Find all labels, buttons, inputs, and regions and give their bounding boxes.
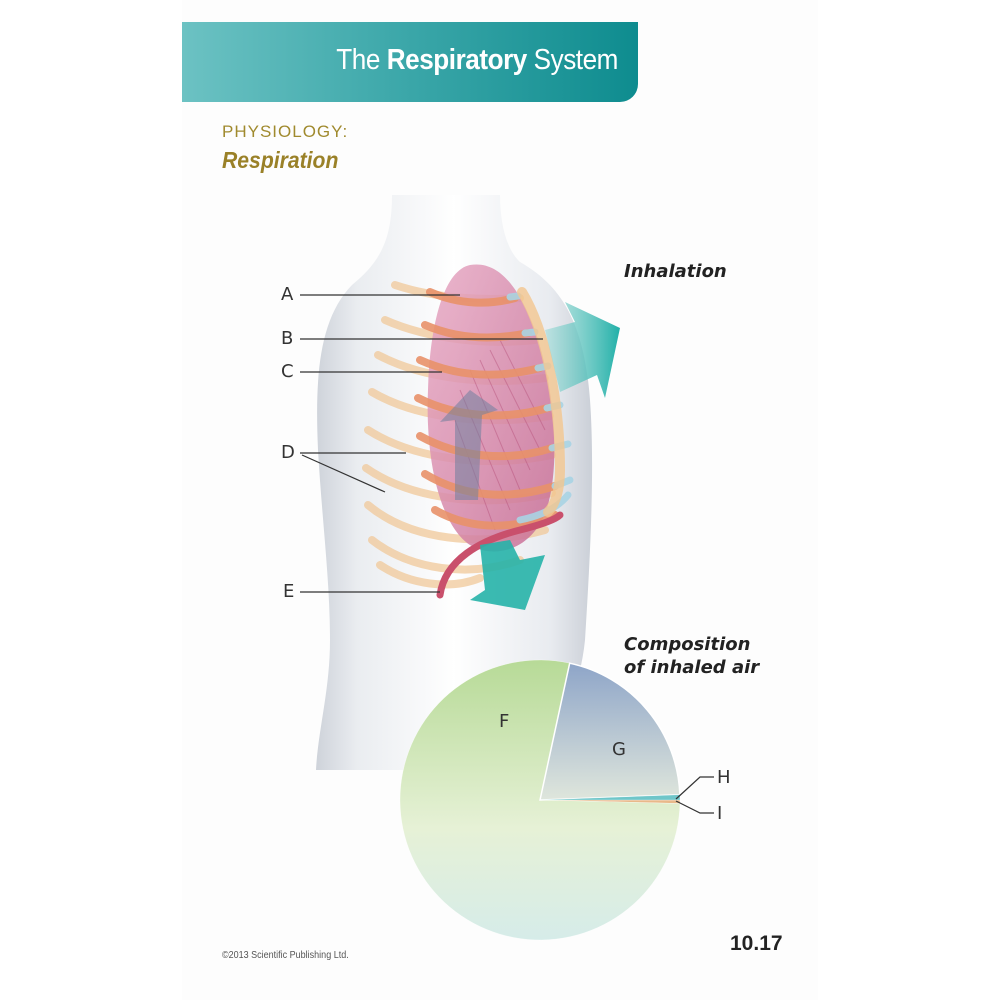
pie-label-g: G (612, 739, 626, 760)
label-c: C (281, 361, 294, 382)
pie-leader-lines (675, 776, 714, 814)
pie-slice-g (539, 662, 681, 801)
section-subject: PHYSIOLOGY: (222, 122, 349, 141)
inhalation-heading: Inhalation (624, 261, 727, 282)
composition-heading-line2: of inhaled air (624, 657, 760, 678)
pie-label-h: H (717, 767, 731, 788)
label-e: E (283, 581, 295, 602)
diaphragm-descent-arrow (470, 540, 545, 610)
copyright-notice: ©2013 Scientific Publishing Ltd. (222, 950, 349, 961)
page-title: The Respiratory System (336, 44, 618, 77)
composition-pie-chart (399, 659, 681, 941)
title-prefix: The (336, 44, 380, 76)
sternum (517, 287, 566, 517)
label-d: D (281, 442, 295, 463)
pie-label-f: F (499, 711, 510, 732)
diaphragm (436, 511, 564, 599)
pie-label-i: I (717, 803, 723, 824)
section-topic: Respiration (222, 147, 339, 173)
composition-heading-line1: Composition (624, 634, 751, 655)
front-ribs (414, 288, 559, 530)
pie-slice-f (399, 659, 681, 941)
chest-expansion-arrow (545, 302, 620, 398)
label-b: B (281, 328, 294, 349)
leader-lines (300, 294, 543, 593)
rib-movement-arrow (440, 390, 498, 500)
label-a: A (281, 284, 294, 305)
title-bold: Respiratory (386, 44, 528, 76)
page-number: 10.17 (730, 932, 783, 955)
composition-heading: Composition of inhaled air (624, 633, 759, 679)
title-suffix: System (533, 44, 619, 76)
title-banner: The Respiratory System (182, 22, 638, 102)
